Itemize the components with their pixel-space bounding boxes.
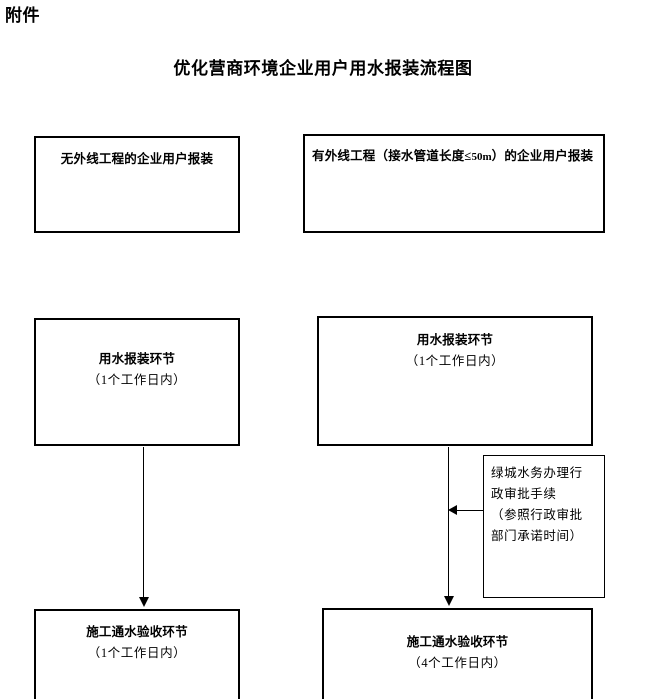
node-left-step2: 施工通水验收环节 （1个工作日内） <box>34 609 240 699</box>
node-right-note: 绿城水务办理行 政审批手续 （参照行政审批 部门承诺时间） <box>483 455 605 598</box>
node-right-step1-title: 用水报装环节 <box>416 333 494 347</box>
node-right-start: 有外线工程（接水管道长度≤50m）的企业用户报装 <box>303 134 605 233</box>
connector-right-step1-to-step2-arrowhead <box>444 596 454 606</box>
node-right-step1: 用水报装环节 （1个工作日内） <box>317 316 593 446</box>
node-right-note-line-4: 部门承诺时间） <box>491 529 583 543</box>
connector-left-step1-to-step2-line <box>143 447 144 599</box>
connector-right-step1-to-step2-line <box>448 447 449 598</box>
node-right-note-line-2: 政审批手续 <box>491 487 557 501</box>
connector-note-to-right-flow-arrowhead <box>448 505 457 515</box>
node-right-step2-title: 施工通水验收环节 <box>406 635 509 649</box>
node-right-step1-duration: （1个工作日内） <box>405 354 505 368</box>
node-left-step1-title: 用水报装环节 <box>98 352 176 366</box>
node-right-start-text-number: 50m <box>471 151 492 163</box>
connector-left-step1-to-step2-arrowhead <box>139 597 149 607</box>
node-right-note-text: 绿城水务办理行 政审批手续 （参照行政审批 部门承诺时间） <box>491 463 600 547</box>
node-right-step2-duration: （4个工作日内） <box>408 656 507 670</box>
node-right-start-text-after: ）的企业用户报装 <box>491 149 594 163</box>
node-right-step2: 施工通水验收环节 （4个工作日内） <box>322 608 593 699</box>
node-left-step2-duration: （1个工作日内） <box>87 646 187 660</box>
node-left-step2-title: 施工通水验收环节 <box>86 625 188 639</box>
node-right-start-text: 有外线工程（接水管道长度≤50m）的企业用户报装 <box>312 145 599 169</box>
page-title: 优化营商环境企业用户用水报装流程图 <box>173 59 473 78</box>
node-left-start-text: 无外线工程的企业用户报装 <box>60 152 214 166</box>
node-right-note-line-1: 绿城水务办理行 <box>491 466 583 480</box>
node-right-start-text-before: 有外线工程（接水管道长度≤ <box>312 149 472 163</box>
attachment-label: 附件 <box>5 6 40 25</box>
node-left-step1-duration: （1个工作日内） <box>87 373 187 387</box>
connector-note-to-right-flow-line <box>457 510 483 511</box>
node-left-start: 无外线工程的企业用户报装 <box>34 136 240 233</box>
node-left-step1: 用水报装环节 （1个工作日内） <box>34 318 240 446</box>
node-right-note-line-3: （参照行政审批 <box>491 508 583 522</box>
